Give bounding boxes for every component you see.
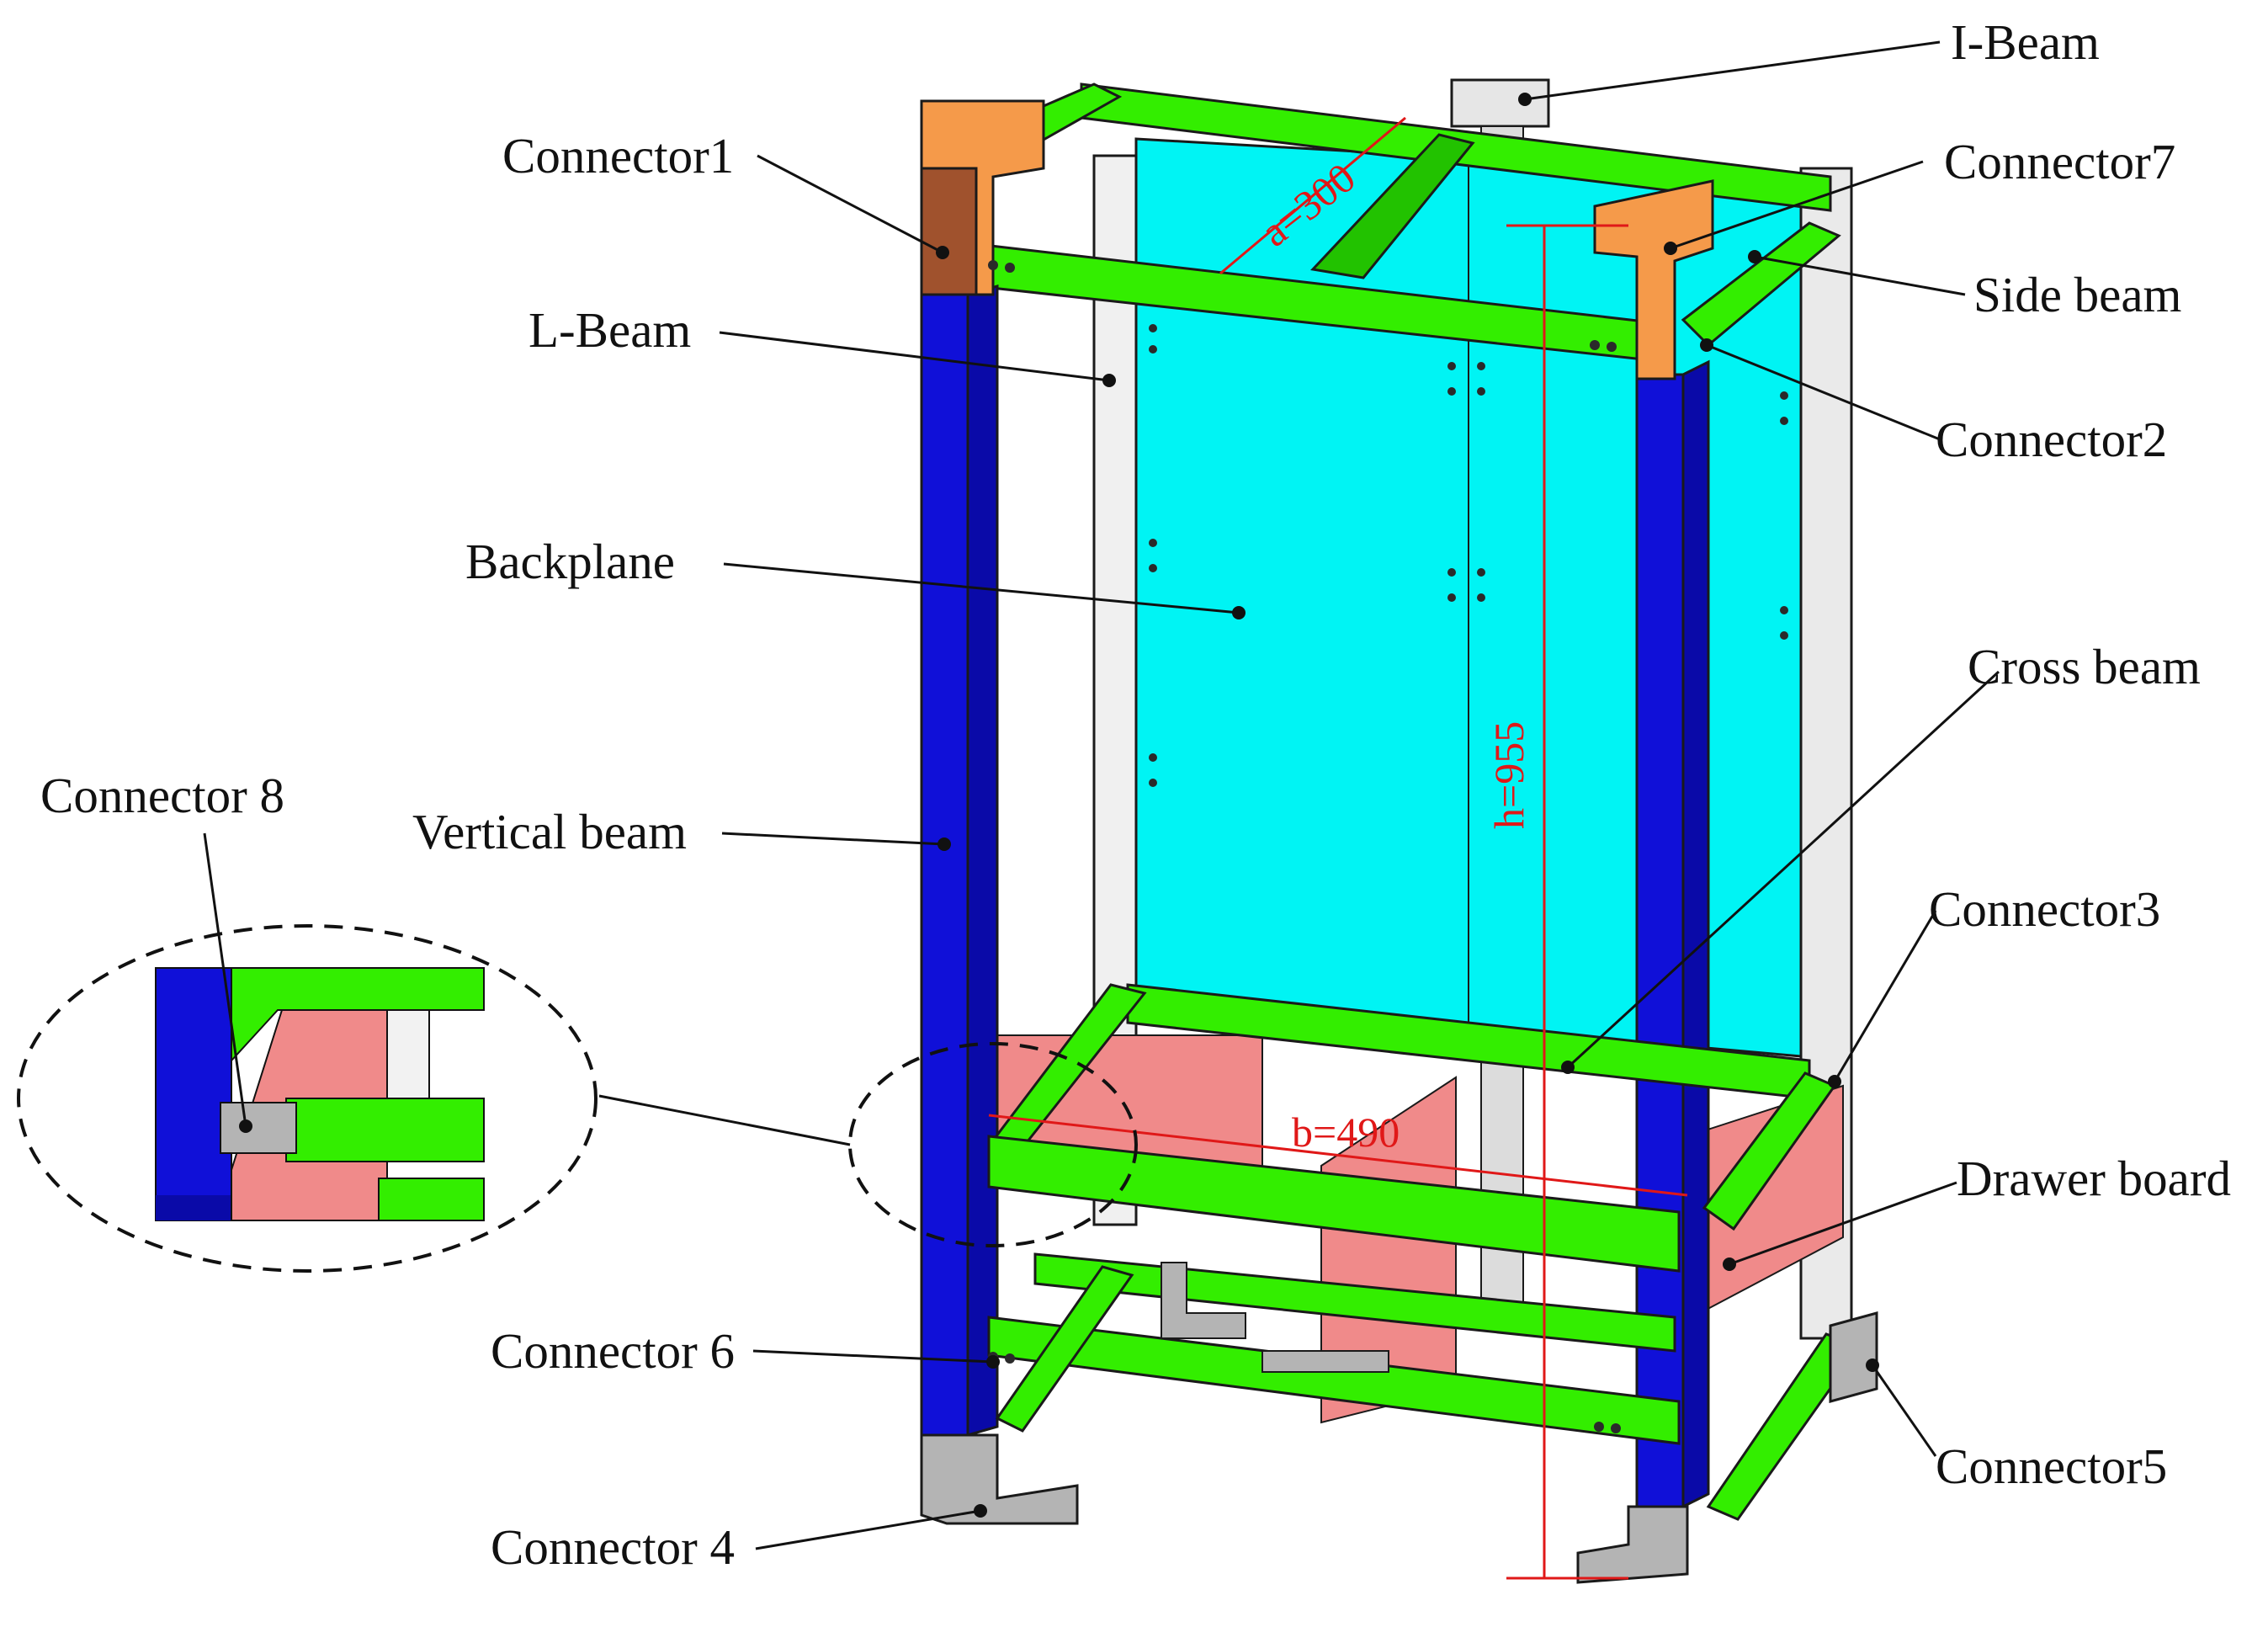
label-connector3: Connector3 [1929, 881, 2160, 937]
connector7 [1593, 179, 1714, 380]
inset-connector8 [220, 1102, 297, 1154]
l-beam-left [1092, 154, 1138, 1226]
connector-foot-center [1261, 1350, 1389, 1373]
connector1-body [920, 167, 978, 296]
connector4 [920, 1433, 1079, 1525]
label-vertical-beam: Vertical beam [412, 804, 687, 859]
bolt-holes [988, 260, 1788, 1433]
dimension-lines [988, 116, 1688, 1580]
detail-inset [17, 924, 1138, 1273]
vertical-beam-right-side [1681, 359, 1710, 1509]
connector-foot-left [1161, 1262, 1246, 1339]
label-i-beam: I-Beam [1951, 14, 2100, 70]
vertical-beam-left-side [966, 284, 999, 1437]
label-side-beam: Side beam [1973, 267, 2181, 322]
label-backplane: Backplane [465, 534, 675, 589]
dimension-a-line [1219, 116, 1406, 275]
inset-ellipse [17, 924, 598, 1273]
connector-bottom-right [1576, 1505, 1689, 1584]
bottom-back-beam [1033, 1252, 1676, 1353]
label-connector4: Connector 4 [491, 1519, 735, 1575]
dimension-b: b=490 [1292, 1109, 1400, 1156]
label-cross-beam: Cross beam [1968, 639, 2201, 694]
vertical-beam-left [920, 293, 969, 1437]
leader-dots [239, 93, 1879, 1518]
side-beam [1681, 221, 1841, 348]
lower-frames [987, 983, 1862, 1521]
zoom-ellipse [848, 1042, 1138, 1247]
dimension-b-line [988, 1114, 1688, 1197]
dimension-h: h=955 [1485, 721, 1532, 829]
top-mid-beam [1309, 133, 1475, 279]
label-connector8: Connector 8 [40, 768, 284, 823]
label-connector1: Connector1 [502, 128, 734, 183]
label-connector7: Connector7 [1944, 134, 2175, 189]
label-connector5: Connector5 [1936, 1438, 2167, 1494]
label-l-beam: L-Beam [528, 302, 691, 358]
label-drawer-board: Drawer board [1957, 1151, 2231, 1206]
leader-lines [203, 40, 2000, 1550]
inset-front-beam [285, 1098, 485, 1162]
label-connector6: Connector 6 [491, 1323, 735, 1379]
inset-vertical-beam [155, 967, 232, 1221]
label-connector2: Connector2 [1936, 412, 2167, 467]
bottom-front-beam [987, 1316, 1681, 1445]
part-labels: I-Beam Connector1 Connector7 Side beam L… [40, 14, 2231, 1575]
connector5 [1829, 1311, 1878, 1403]
i-beam [1450, 78, 1550, 128]
connectors [920, 99, 1878, 1584]
bottom-left-side-beam [995, 1265, 1134, 1433]
middle-front-beam [987, 1135, 1681, 1273]
